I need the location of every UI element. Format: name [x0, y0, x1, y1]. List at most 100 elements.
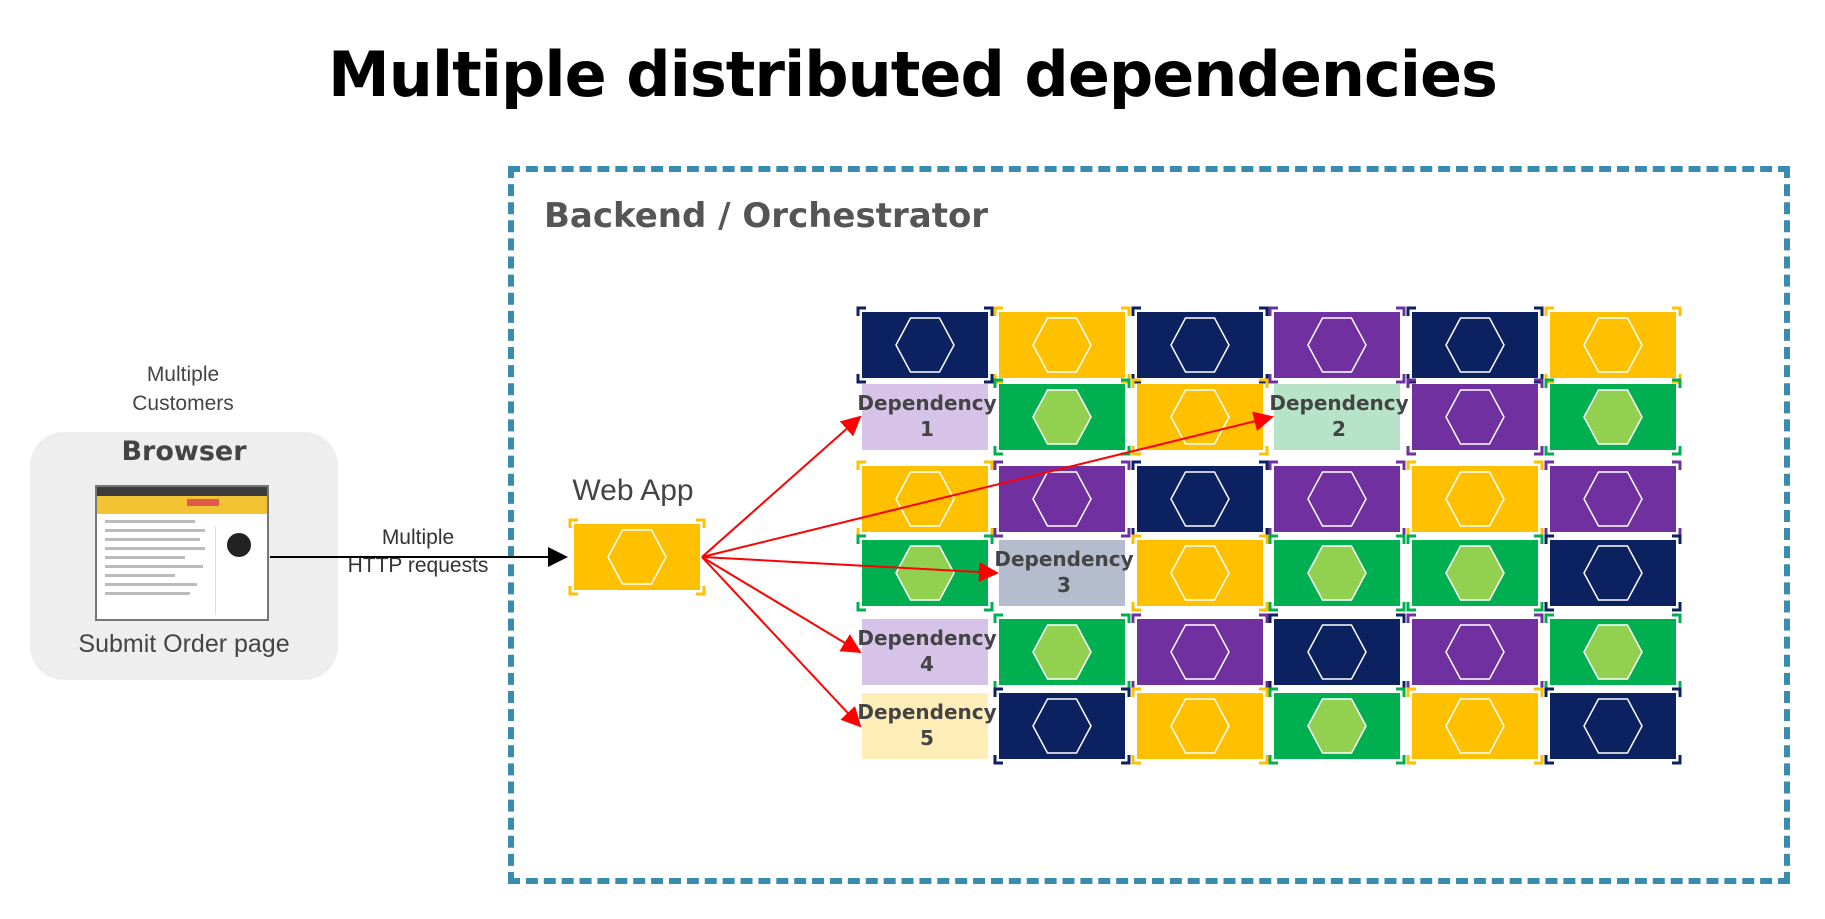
call-arrow-dep4: [701, 556, 862, 654]
svg-text:Dependency: Dependency: [1269, 391, 1408, 415]
service-navy-block: [1131, 306, 1269, 384]
customers-label: Multiple Customers: [118, 360, 248, 418]
hexagon-icon: [1032, 624, 1092, 680]
service-yellow-block: [1406, 460, 1544, 538]
hexagon-icon: [1307, 545, 1367, 601]
service-yellow-block: [993, 306, 1131, 384]
svg-text:2: 2: [1332, 417, 1346, 441]
hexagon-icon: [1307, 471, 1367, 527]
service-purple-block: [1131, 613, 1269, 691]
call-arrow-dep2: [701, 411, 1274, 558]
web-app-label: Web App: [572, 474, 694, 507]
hexagon-icon: [1032, 698, 1092, 754]
page-sidebar: [215, 527, 262, 615]
hexagon-icon: [1445, 545, 1505, 601]
site-header-button: [187, 499, 219, 506]
service-green-block: [1406, 534, 1544, 612]
service-green-block: [993, 378, 1131, 456]
service-navy-block: [1544, 687, 1682, 765]
svg-text:5: 5: [920, 726, 934, 750]
service-purple-block: [1406, 378, 1544, 456]
hexagon-icon: [1583, 471, 1643, 527]
hexagon-icon: [1445, 471, 1505, 527]
call-arrow-dep3: [701, 556, 999, 583]
hexagon-icon: [1445, 389, 1505, 445]
hexagon-icon: [895, 545, 955, 601]
site-header: [97, 496, 267, 514]
service-yellow-block: [1131, 534, 1269, 612]
backend-orchestrator-label: Backend / Orchestrator: [544, 196, 989, 236]
http-requests-label-line2: HTTP requests: [347, 554, 489, 577]
hexagon-icon: [895, 471, 955, 527]
call-arrow-dep5: [701, 556, 862, 728]
browser-caption: Submit Order page: [78, 630, 290, 658]
service-navy-block: [1131, 460, 1269, 538]
http-requests-label-line1: Multiple: [381, 526, 455, 549]
hexagon-icon: [1445, 317, 1505, 373]
web-app-block: [568, 518, 706, 596]
svg-text:1: 1: [920, 417, 934, 441]
service-purple-block: [993, 460, 1131, 538]
hexagon-icon: [1170, 545, 1230, 601]
service-purple-block: [1268, 460, 1406, 538]
service-navy-block: [1544, 534, 1682, 612]
service-yellow-block: [1406, 687, 1544, 765]
svg-text:4: 4: [920, 652, 934, 676]
service-yellow-block: [1544, 306, 1682, 384]
service-yellow-block: [856, 460, 994, 538]
service-purple-block: [1544, 460, 1682, 538]
http-requests-label: Multiple HTTP requests: [338, 524, 498, 580]
backend-orchestrator-boundary: [508, 166, 1790, 884]
customers-label-line2: Customers: [132, 392, 234, 415]
hexagon-icon: [1307, 624, 1367, 680]
hexagon-icon: [1583, 317, 1643, 373]
svg-text:Dependency: Dependency: [857, 391, 996, 415]
hexagon-icon: [1307, 317, 1367, 373]
hexagon-icon: [895, 317, 955, 373]
service-yellow-block: [1131, 687, 1269, 765]
submit-order-page-screenshot: [95, 485, 269, 621]
svg-text:3: 3: [1057, 573, 1071, 597]
browser-window-bar: [97, 487, 267, 496]
hexagon-icon: [607, 529, 667, 585]
service-green-block: [1544, 613, 1682, 691]
hexagon-icon: [1170, 624, 1230, 680]
service-navy-block: [856, 306, 994, 384]
service-green-block: [1268, 687, 1406, 765]
service-green-block: [1544, 378, 1682, 456]
service-green-block: [856, 534, 994, 612]
service-green-block: [993, 613, 1131, 691]
service-green-block: [1268, 534, 1406, 612]
svg-text:Dependency: Dependency: [857, 700, 996, 724]
call-arrow-dep1: [701, 415, 862, 558]
service-purple-block: [1406, 613, 1544, 691]
hexagon-icon: [1032, 317, 1092, 373]
hexagon-icon: [1445, 698, 1505, 754]
hexagon-icon: [1170, 471, 1230, 527]
svg-text:Dependency: Dependency: [994, 547, 1133, 571]
page-text-lines: [97, 520, 267, 595]
hexagon-icon: [1032, 389, 1092, 445]
service-yellow-block: [1131, 378, 1269, 456]
avatar: [227, 533, 251, 557]
hexagon-icon: [1445, 624, 1505, 680]
hexagon-icon: [1170, 317, 1230, 373]
service-navy-block: [1406, 306, 1544, 384]
hexagon-icon: [1583, 545, 1643, 601]
hexagon-icon: [1170, 698, 1230, 754]
diagram-title: Multiple distributed dependencies: [328, 38, 1498, 111]
hexagon-icon: [1583, 624, 1643, 680]
hexagon-icon: [1583, 698, 1643, 754]
service-purple-block: [1268, 306, 1406, 384]
hexagon-icon: [1583, 389, 1643, 445]
service-navy-block: [993, 687, 1131, 765]
browser-title: Browser: [121, 436, 247, 467]
hexagon-icon: [1307, 698, 1367, 754]
svg-text:Dependency: Dependency: [857, 626, 996, 650]
